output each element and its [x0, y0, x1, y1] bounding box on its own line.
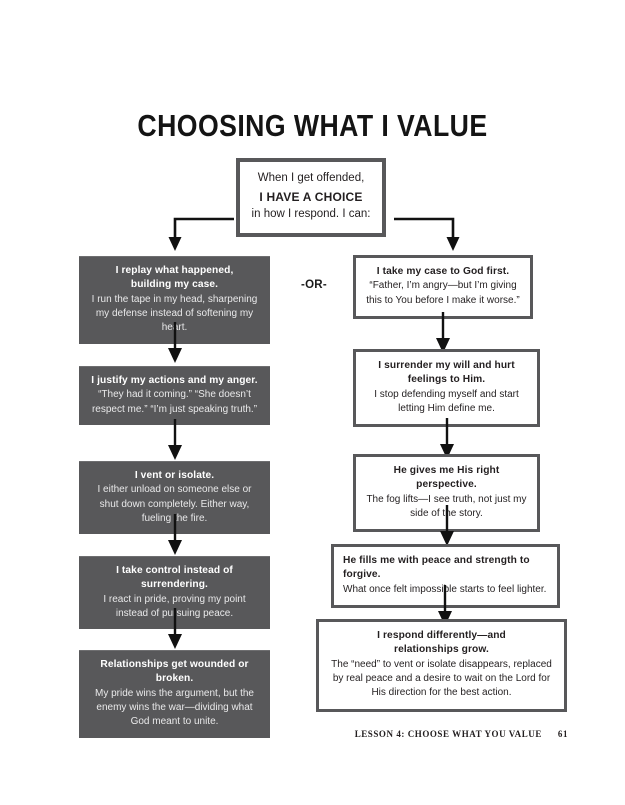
left-node-3-heading-1: I vent or isolate.	[134, 470, 215, 481]
right-node-5-body: The “need” to vent or isolate disappears…	[331, 658, 552, 699]
right-node-1-heading-1: I take my case to God first.	[376, 266, 510, 277]
left-node-4: I take control instead of surrendering. …	[79, 556, 270, 630]
right-node-2-heading-1: I surrender my will and hurt	[378, 360, 515, 371]
footer-lesson-label: LESSON 4: CHOOSE WHAT YOU VALUE	[354, 729, 542, 739]
left-node-5-heading-1: Relationships get wounded or broken.	[100, 659, 249, 685]
left-node-1-heading-2: building my case.	[130, 279, 219, 291]
left-node-2: I justify my actions and my anger. “They…	[79, 366, 270, 425]
prompt-line-3: in how I respond. I can:	[251, 208, 371, 221]
right-node-2: I surrender my will and hurt feelings to…	[353, 349, 540, 428]
right-node-3-heading-1: He gives me His right perspective.	[393, 465, 500, 491]
footer-page-number: 61	[557, 729, 568, 739]
left-node-4-heading-1: I take control instead of surrendering.	[116, 565, 233, 591]
left-node-3: I vent or isolate. I either unload on so…	[79, 461, 270, 535]
branch-arrow-left	[164, 217, 236, 253]
left-node-2-body: “They had it coming.” “She doesn’t respe…	[91, 389, 258, 415]
right-connector-2	[438, 418, 456, 460]
left-node-5: Relationships get wounded or broken. My …	[79, 650, 270, 738]
page-title: CHOOSING WHAT I VALUE	[137, 108, 488, 143]
branch-arrow-right	[392, 217, 464, 253]
or-divider: -OR-	[300, 279, 328, 291]
left-connector-3	[166, 514, 184, 556]
right-node-1-body: “Father, I’m angry—but I’m giving this t…	[366, 280, 520, 306]
right-connector-4	[436, 585, 454, 627]
left-node-1-heading-1: I replay what happened,	[115, 265, 234, 276]
left-connector-4	[166, 608, 184, 650]
right-node-4-heading-1: He fills me with peace and strength to f…	[343, 555, 530, 581]
right-node-5-heading-2: relationships grow.	[394, 644, 489, 656]
right-node-5: I respond differently—and relationships …	[316, 619, 567, 712]
left-connector-2	[166, 419, 184, 461]
right-connector-3	[438, 505, 456, 547]
right-node-1: I take my case to God first. “Father, I’…	[353, 255, 533, 319]
left-node-5-body: My pride wins the argument, but the enem…	[95, 687, 254, 728]
left-node-2-heading-1: I justify my actions and my anger.	[91, 375, 258, 386]
prompt-line-1: When I get offended,	[257, 172, 365, 184]
right-connector-1	[434, 312, 452, 354]
prompt-box: When I get offended, I HAVE A CHOICE in …	[236, 158, 386, 238]
page-footer: LESSON 4: CHOOSE WHAT YOU VALUE 61	[355, 729, 568, 739]
right-node-2-body: I stop defending myself and start lettin…	[374, 388, 519, 415]
right-node-5-heading-1: I respond differently—and	[377, 630, 506, 641]
prompt-line-2: I HAVE A CHOICE	[259, 189, 363, 204]
left-connector-1	[166, 322, 184, 364]
right-node-2-heading-2: feelings to Him.	[407, 374, 486, 386]
